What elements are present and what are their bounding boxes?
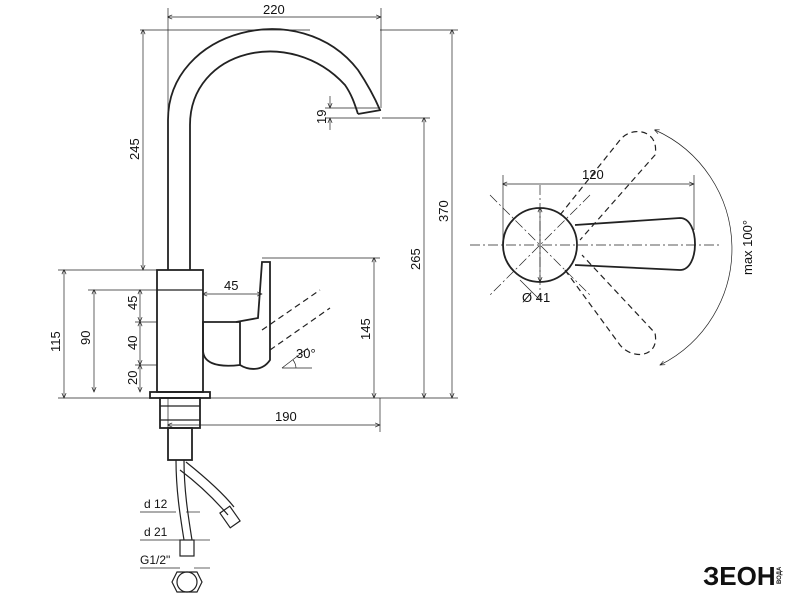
brand-logo: ЗЕОН ВОДА bbox=[703, 561, 783, 591]
label-d12: d 12 bbox=[144, 497, 168, 511]
lever-rotated-up bbox=[559, 131, 657, 241]
dim-45-body: 45 bbox=[125, 296, 140, 310]
lever-plan bbox=[574, 217, 696, 271]
lever-body bbox=[202, 321, 241, 367]
dim-245: 245 bbox=[127, 138, 142, 160]
dim-diameter: Ø 41 bbox=[522, 290, 550, 305]
dim-120: 120 bbox=[582, 167, 604, 182]
label-d21: d 21 bbox=[144, 525, 168, 539]
lever-tilt-line bbox=[261, 289, 321, 331]
dim-45-handle: 45 bbox=[224, 278, 238, 293]
lever-rotated-down bbox=[564, 254, 657, 355]
dim-40: 40 bbox=[125, 336, 140, 350]
spout-inner bbox=[189, 50, 359, 270]
logo-text: ЗЕОН bbox=[703, 561, 776, 591]
dim-190: 190 bbox=[275, 409, 297, 424]
hose-right bbox=[179, 469, 229, 516]
dim-90: 90 bbox=[78, 331, 93, 345]
mount-nut bbox=[159, 397, 201, 429]
side-view: 220 245 19 370 265 145 115 90 bbox=[48, 2, 458, 593]
dim-145: 145 bbox=[358, 318, 373, 340]
dim-370: 370 bbox=[436, 200, 451, 222]
logo-subtext: ВОДА bbox=[777, 566, 783, 584]
dim-265: 265 bbox=[408, 248, 423, 270]
dim-rotation: max 100° bbox=[740, 220, 755, 275]
hose-left bbox=[175, 459, 185, 541]
lever-handle bbox=[235, 261, 271, 370]
dim-20: 20 bbox=[125, 371, 140, 385]
plan-view: max 100° 120 Ø 41 bbox=[470, 130, 755, 365]
faucet-body bbox=[156, 269, 204, 393]
spout-outer bbox=[167, 28, 381, 270]
dim-19: 19 bbox=[314, 110, 329, 124]
dim-115: 115 bbox=[48, 331, 63, 352]
spout-tip bbox=[357, 109, 382, 115]
label-thread: G1/2" bbox=[140, 553, 170, 567]
hex-nut bbox=[176, 571, 198, 593]
dim-angle: 30° bbox=[296, 346, 316, 361]
dim-220: 220 bbox=[263, 2, 285, 17]
